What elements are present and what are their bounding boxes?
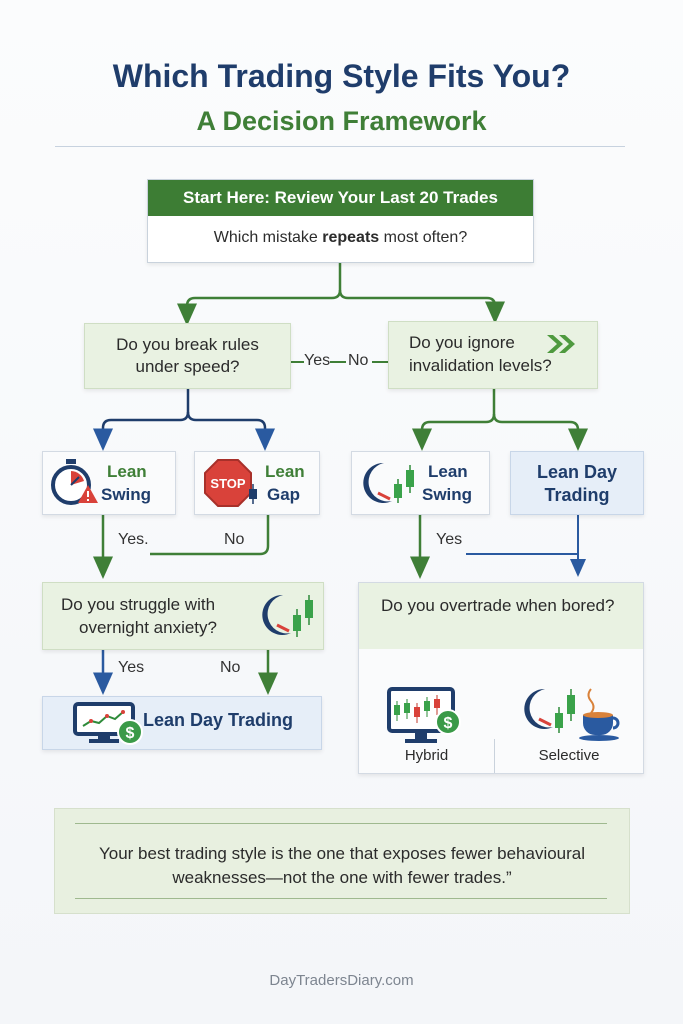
left-no-label: No: [224, 531, 245, 548]
stop-sign-icon: STOP: [204, 459, 252, 507]
start-header: Start Here: Review Your Last 20 Trades: [148, 180, 533, 216]
question-overtrade-card: Do you overtrade when bored? $ Hybrid Se…: [358, 582, 644, 774]
question-overtrade-text: Do you overtrade when bored?: [381, 596, 615, 615]
question-overnight-anxiety: Do you struggle with overnight anxiety?: [42, 582, 324, 650]
stop-sign-text: STOP: [210, 476, 245, 491]
hybrid-label: Hybrid: [404, 747, 449, 764]
page-subtitle: A Decision Framework: [196, 106, 487, 136]
warning-icon: [78, 485, 98, 503]
svg-text:$: $: [444, 715, 453, 732]
result-lean-swing-right: Lean Swing: [351, 451, 490, 515]
hybrid-selective-divider: [494, 739, 495, 773]
result-lean-swing-left: Lean Swing: [42, 451, 176, 515]
dollar-coin-icon: $: [435, 709, 461, 735]
overnight-yes-label: Yes: [118, 659, 145, 676]
result-lean-gap: STOP Lean Gap: [194, 451, 320, 515]
moon-candles-icon: [363, 462, 414, 503]
selective-label: Selective: [538, 747, 600, 764]
right-yes-label: Yes: [436, 531, 463, 548]
mid-no-label: No: [348, 352, 369, 369]
lean-day-trading-label: Lean Day Trading: [143, 710, 294, 730]
quote-text: Your best trading style is the one that …: [98, 844, 586, 887]
quote-box: Your best trading style is the one that …: [54, 808, 630, 914]
stopwatch-icon: [51, 459, 91, 505]
result-lean-day-trading-right: Lean Day Trading: [510, 451, 644, 515]
mid-yes-label: Yes: [304, 352, 331, 369]
double-chevron-icon: [547, 335, 575, 353]
result-lean-day-trading-left: $ Lean Day Trading: [42, 696, 322, 750]
left-yes-label: Yes.: [118, 531, 149, 548]
connector-start-split: [177, 262, 342, 326]
moon-coffee-icon: [524, 688, 620, 741]
quote-rule-bottom: [75, 898, 607, 899]
svg-text:$: $: [126, 725, 135, 742]
candle-icon: [249, 484, 257, 504]
title-divider: [55, 146, 625, 147]
page-title: Which Trading Style Fits You?: [112, 58, 571, 94]
question-overtrade-header: Do you overtrade when bored?: [359, 583, 643, 649]
question-ignore-invalidation: Do you ignore invalidation levels?: [388, 321, 598, 389]
dollar-coin-icon: $: [117, 719, 143, 745]
moon-candles-icon: [262, 594, 313, 637]
start-box: Start Here: Review Your Last 20 Trades W…: [147, 179, 534, 263]
overnight-no-label: No: [220, 659, 241, 676]
footer-brand: DayTradersDiary.com: [269, 972, 414, 989]
start-question: Which mistake repeats most often?: [213, 229, 468, 246]
quote-rule-top: [75, 823, 607, 824]
